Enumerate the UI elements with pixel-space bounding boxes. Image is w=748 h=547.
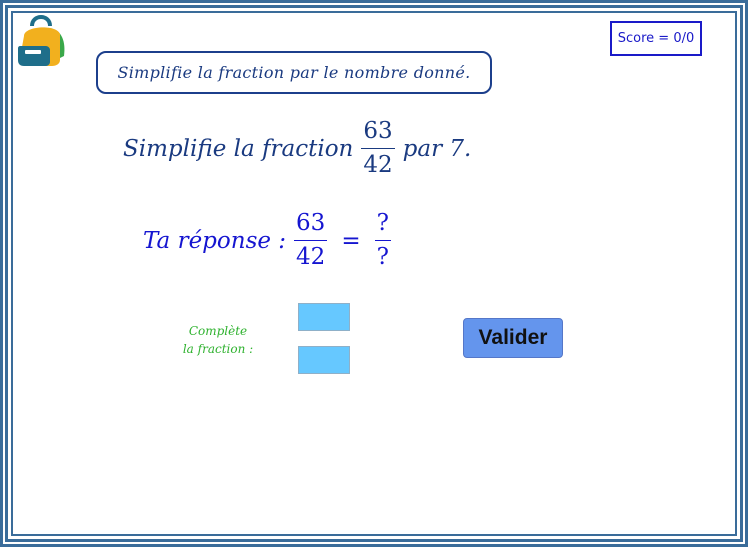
question-line: Simplifie la fraction 63 42 par 7. [123,120,471,177]
question-prefix: Simplifie la fraction [123,135,354,162]
result-denominator: ? [376,244,389,270]
denominator-input[interactable] [298,346,350,374]
numerator-input[interactable] [298,303,350,331]
answer-line: Ta réponse : 63 42 = ? ? [143,212,399,269]
answer-fraction: 63 42 [294,212,328,270]
answer-numerator: 63 [294,212,328,241]
inner-frame [11,11,737,536]
result-numerator: ? [374,212,391,241]
validate-button[interactable]: Valider [463,318,563,358]
complete-hint-line1: Complète [188,324,248,338]
answer-denominator: 42 [296,244,326,270]
question-denominator: 42 [363,152,393,178]
score-display: Score = 0/0 [610,21,702,56]
result-fraction: ? ? [374,212,391,270]
complete-hint-line2: la fraction : [182,342,254,356]
backpack-icon [16,12,68,66]
answer-label: Ta réponse : [143,227,287,254]
instruction-banner: Simplifie la fraction par le nombre donn… [96,51,492,94]
middle-frame [5,5,743,542]
question-fraction: 63 42 [361,120,395,178]
question-numerator: 63 [361,120,395,149]
complete-hint: Complète la fraction : [168,322,268,358]
question-suffix: par 7. [402,135,472,162]
equals-sign: = [341,227,361,254]
